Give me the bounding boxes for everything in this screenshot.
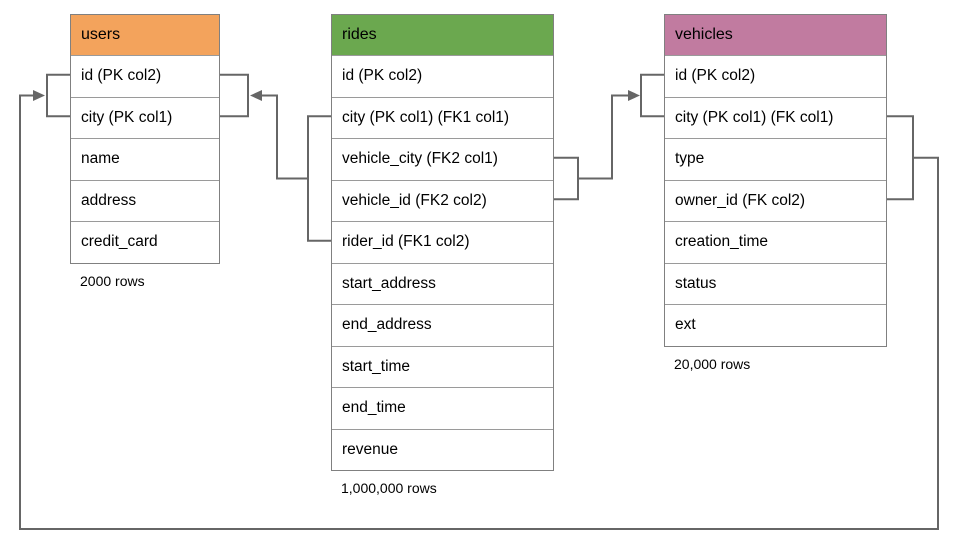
table-vehicles-title: vehicles	[665, 15, 886, 55]
fk2-vehicles-bracket	[640, 73, 664, 118]
column-row: credit_card	[71, 221, 219, 263]
column-row: vehicle_city (FK2 col1)	[332, 138, 553, 180]
column-row: id (PK col2)	[665, 55, 886, 97]
column-row: city (PK col1) (FK1 col1)	[332, 96, 553, 138]
table-vehicles-rowcount: 20,000 rows	[674, 355, 751, 372]
column-row: vehicle_id (FK2 col2)	[332, 179, 553, 221]
fk3-arrow-icon	[33, 90, 45, 101]
fk3-vehicles-bracket	[887, 115, 914, 201]
column-row: id (PK col2)	[71, 55, 219, 97]
column-row: address	[71, 179, 219, 221]
table-rides-rowcount: 1,000,000 rows	[341, 480, 437, 496]
column-row: revenue	[332, 428, 553, 470]
column-row: end_time	[332, 387, 553, 429]
column-row: city (PK col1)	[71, 96, 219, 138]
table-vehicles-box: vehicles id (PK col2)city (PK col1) (FK …	[664, 14, 887, 347]
table-users-title: users	[71, 15, 219, 55]
fk2-connector-line	[578, 94, 628, 180]
column-row: start_time	[332, 345, 553, 387]
column-row: ext	[665, 304, 886, 346]
column-row: rider_id (FK1 col2)	[332, 221, 553, 263]
column-row: owner_id (FK col2)	[665, 179, 886, 221]
column-row: id (PK col2)	[332, 55, 553, 97]
table-users-rowcount: 2000 rows	[80, 272, 145, 289]
column-row: end_address	[332, 304, 553, 346]
table-vehicles: vehicles id (PK col2)city (PK col1) (FK …	[664, 14, 887, 372]
table-rides: rides id (PK col2)city (PK col1) (FK1 co…	[331, 14, 554, 496]
table-rides-title: rides	[332, 15, 553, 55]
column-row: status	[665, 262, 886, 304]
column-row: start_address	[332, 262, 553, 304]
fk1-connector-line	[262, 94, 308, 180]
column-row: type	[665, 138, 886, 180]
table-rides-box: rides id (PK col2)city (PK col1) (FK1 co…	[331, 14, 554, 471]
column-row: city (PK col1) (FK col1)	[665, 96, 886, 138]
table-vehicles-columns: id (PK col2)city (PK col1) (FK col1)type…	[665, 55, 886, 346]
fk1-arrow-icon	[250, 90, 262, 101]
fk3-users-bracket	[46, 73, 70, 118]
fk2-arrow-icon	[628, 90, 640, 101]
column-row: name	[71, 138, 219, 180]
column-row: creation_time	[665, 221, 886, 263]
fk1-users-bracket	[220, 73, 249, 118]
table-rides-columns: id (PK col2)city (PK col1) (FK1 col1)veh…	[332, 55, 553, 470]
fk2-rides-bracket	[554, 156, 579, 201]
fk1-rides-bracket	[307, 115, 331, 242]
